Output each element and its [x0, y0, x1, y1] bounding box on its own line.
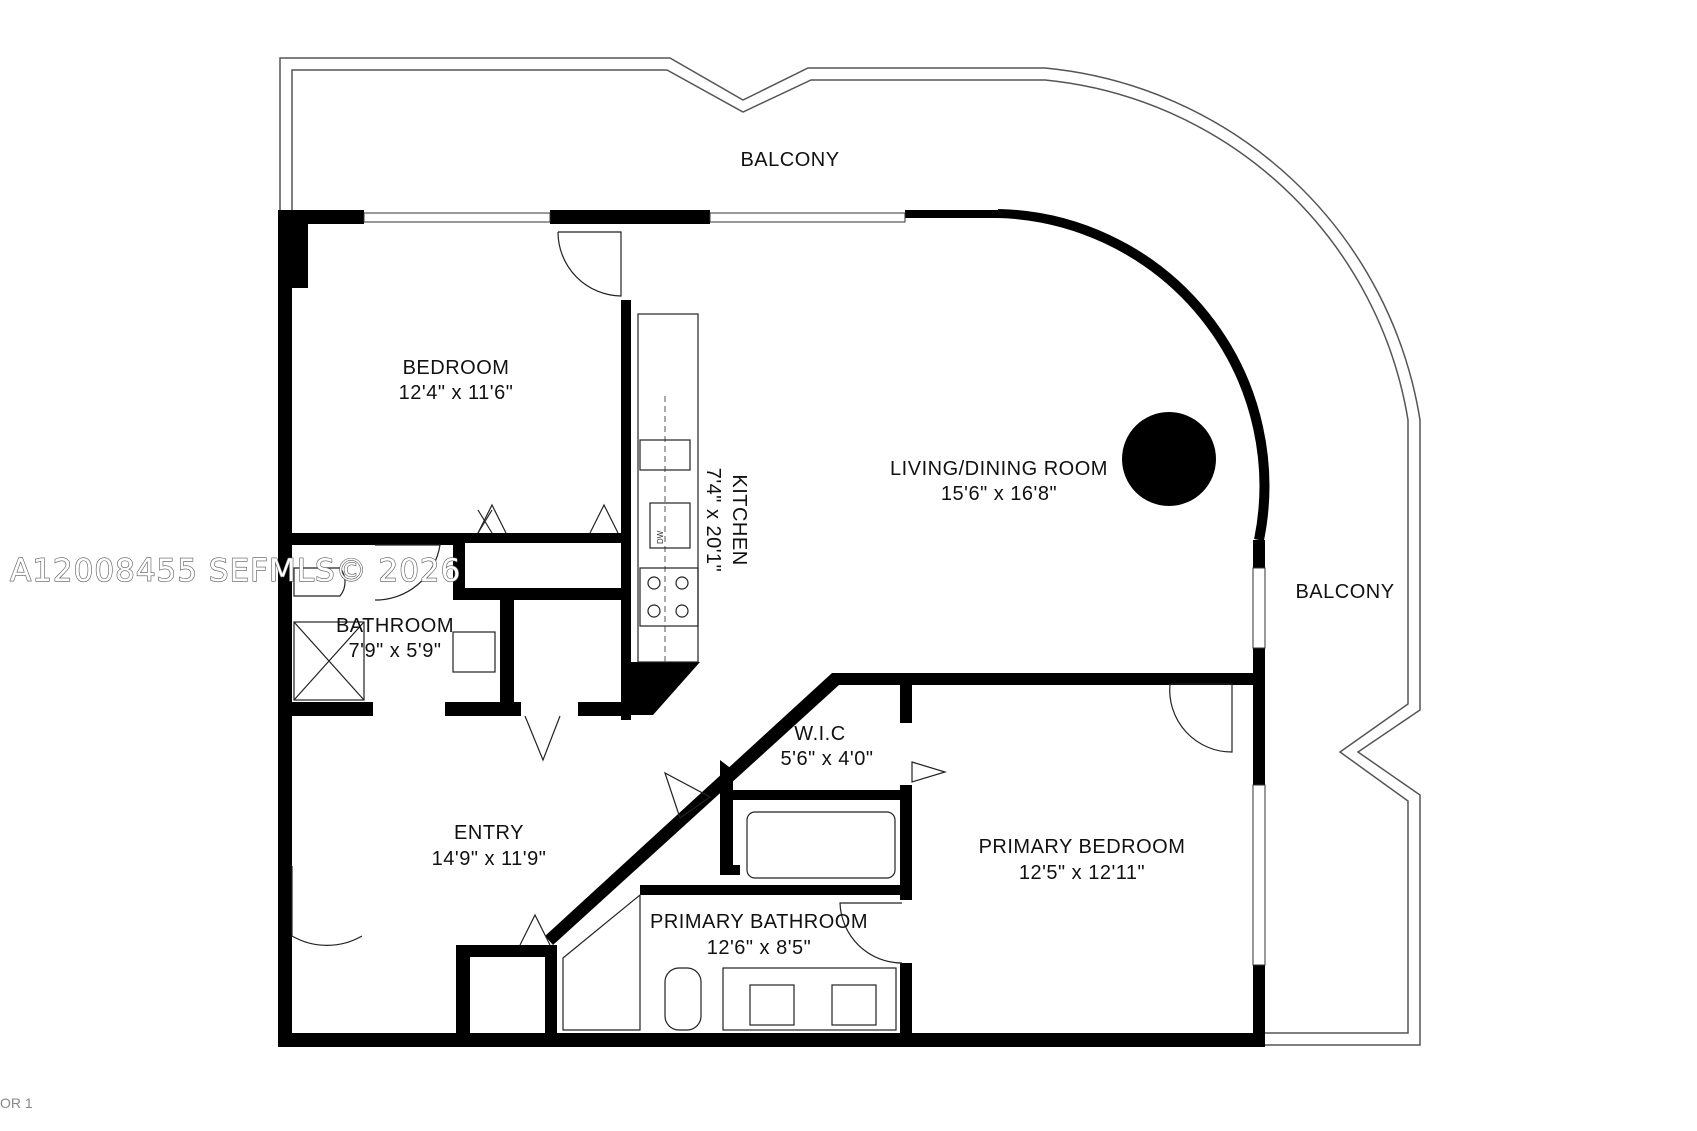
balcony-outline	[279, 57, 1421, 1046]
bedroom-size: 12'4" x 11'6"	[399, 382, 514, 404]
walls	[278, 210, 1265, 1047]
balcony-right-label: BALCONY	[1295, 581, 1394, 603]
bathroom-size: 7'9" x 5'9"	[349, 640, 442, 662]
living-name: LIVING/DINING ROOM	[890, 458, 1108, 480]
dishwasher-label: DW	[656, 530, 665, 544]
wic-size: 5'6" x 4'0"	[781, 748, 874, 770]
wic-name: W.I.C	[794, 723, 845, 745]
curved-window-wall	[997, 209, 1270, 649]
room-labels: BALCONY BALCONY BEDROOM 12'4" x 11'6" KI…	[336, 149, 1394, 959]
doors	[291, 231, 1233, 964]
primary-bathroom-name: PRIMARY BATHROOM	[650, 911, 868, 933]
primary-bedroom-name: PRIMARY BEDROOM	[979, 836, 1186, 858]
bathroom-name: BATHROOM	[336, 615, 454, 637]
windows	[363, 212, 1266, 966]
bedroom-name: BEDROOM	[403, 357, 510, 379]
primary-bathroom-size: 12'6" x 8'5"	[707, 937, 812, 959]
balcony-top-label: BALCONY	[740, 149, 839, 171]
kitchen-name: KITCHEN	[728, 474, 750, 565]
primary-bedroom-size: 12'5" x 12'11"	[1019, 862, 1145, 884]
watermark: A12008455 SEFMLS© 2026	[10, 553, 461, 589]
living-size: 15'6" x 16'8"	[941, 483, 1057, 505]
column	[1122, 412, 1216, 506]
entry-size: 14'9" x 11'9"	[432, 848, 547, 870]
dishwasher-icon	[649, 502, 691, 549]
entry-name: ENTRY	[454, 822, 524, 844]
floor-label: OR 1	[0, 1095, 33, 1111]
fixtures: DW	[293, 313, 1216, 1031]
kitchen-size: 7'4" x 20'1"	[702, 468, 724, 573]
